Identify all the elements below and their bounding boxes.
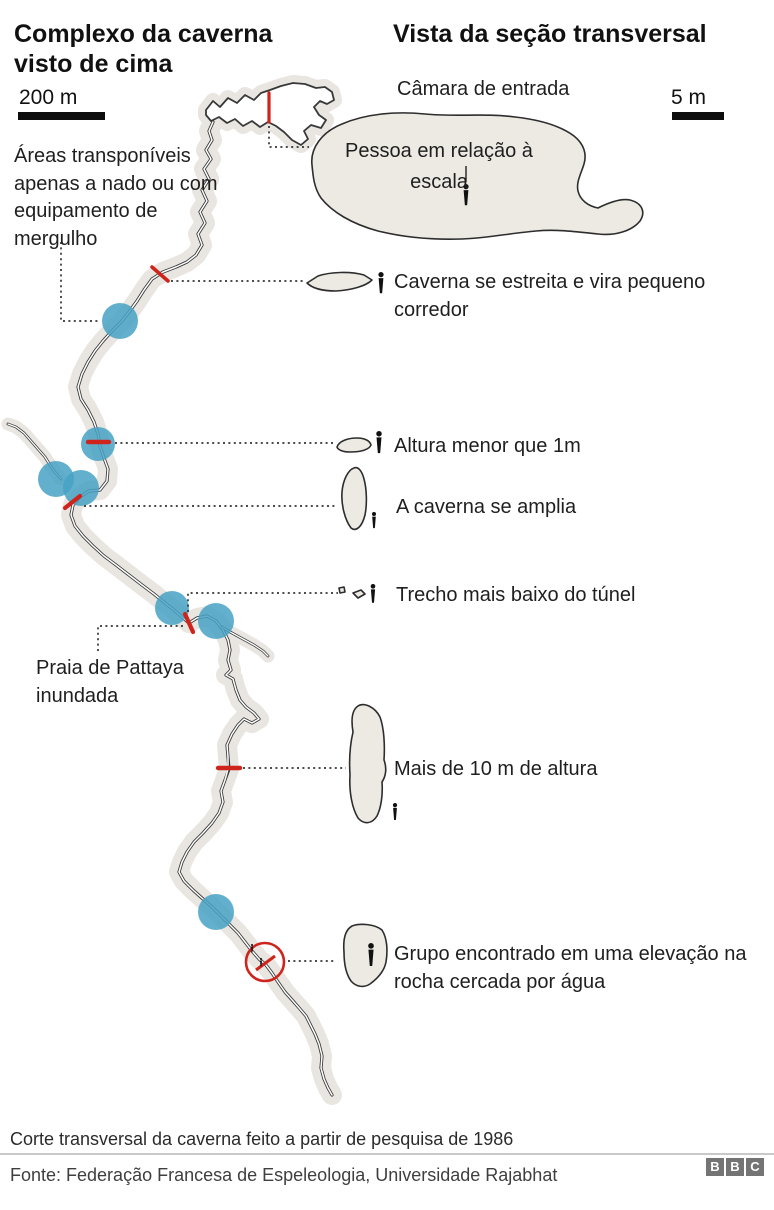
person-icon <box>370 584 376 603</box>
group-found-label: Grupo encontrado em uma elevação na roch… <box>394 943 747 993</box>
entrance-chamber-shape <box>311 112 644 240</box>
pattaya-beach-label: Praia de Pattaya inundada <box>36 657 184 707</box>
cross-section-shapes <box>306 112 644 988</box>
footer-divider <box>0 1153 774 1155</box>
lowest-stretch-shape-b <box>352 589 366 599</box>
widening-shape <box>341 466 368 531</box>
tall-chamber-label: Mais de 10 m de altura <box>394 758 598 780</box>
swim-areas-label: Áreas transponíveis apenas a nado ou com… <box>14 145 218 250</box>
scale-left-label: 200 m <box>19 86 78 109</box>
low-passage-label: Altura menor que 1m <box>394 435 581 457</box>
lowest-stretch-shape-a <box>338 586 346 594</box>
source-credit: Fonte: Federação Francesa de Espeleologi… <box>10 1165 558 1185</box>
widening-label: A caverna se amplia <box>396 496 577 518</box>
person-scale-label: Pessoa em relação à escala <box>345 140 533 193</box>
bbc-logo-letter: C <box>746 1158 764 1176</box>
scale-right-label: 5 m <box>671 86 707 109</box>
low-passage-shape <box>336 437 372 453</box>
cross-section-title: Vista da seção transversal <box>393 20 707 48</box>
person-icon <box>392 803 398 820</box>
leader-lines <box>60 126 346 962</box>
lowest-stretch-label: Trecho mais baixo do túnel <box>396 584 636 606</box>
bbc-logo: B B C <box>706 1158 764 1176</box>
scale-bar-right <box>672 112 724 120</box>
entrance-chamber-label: Câmara de entrada <box>397 78 570 100</box>
group-location-marker <box>244 941 286 983</box>
section-ticks <box>62 91 271 771</box>
bbc-logo-letter: B <box>726 1158 744 1176</box>
narrow-passage-label: Caverna se estreita e vira pequeno corre… <box>394 271 706 321</box>
scale-bar-left <box>18 112 105 120</box>
person-scale-icons <box>368 166 469 966</box>
person-icon <box>376 431 382 454</box>
tall-chamber-shape <box>348 703 387 824</box>
survey-note: Corte transversal da caverna feito a par… <box>10 1129 514 1149</box>
plan-view-title: Complexo da caverna visto de cima <box>14 20 273 78</box>
group-ledge-shape <box>342 923 388 988</box>
narrow-passage-shape <box>306 271 373 292</box>
bbc-logo-letter: B <box>706 1158 724 1176</box>
person-icon <box>372 512 376 529</box>
person-icon <box>378 272 384 294</box>
